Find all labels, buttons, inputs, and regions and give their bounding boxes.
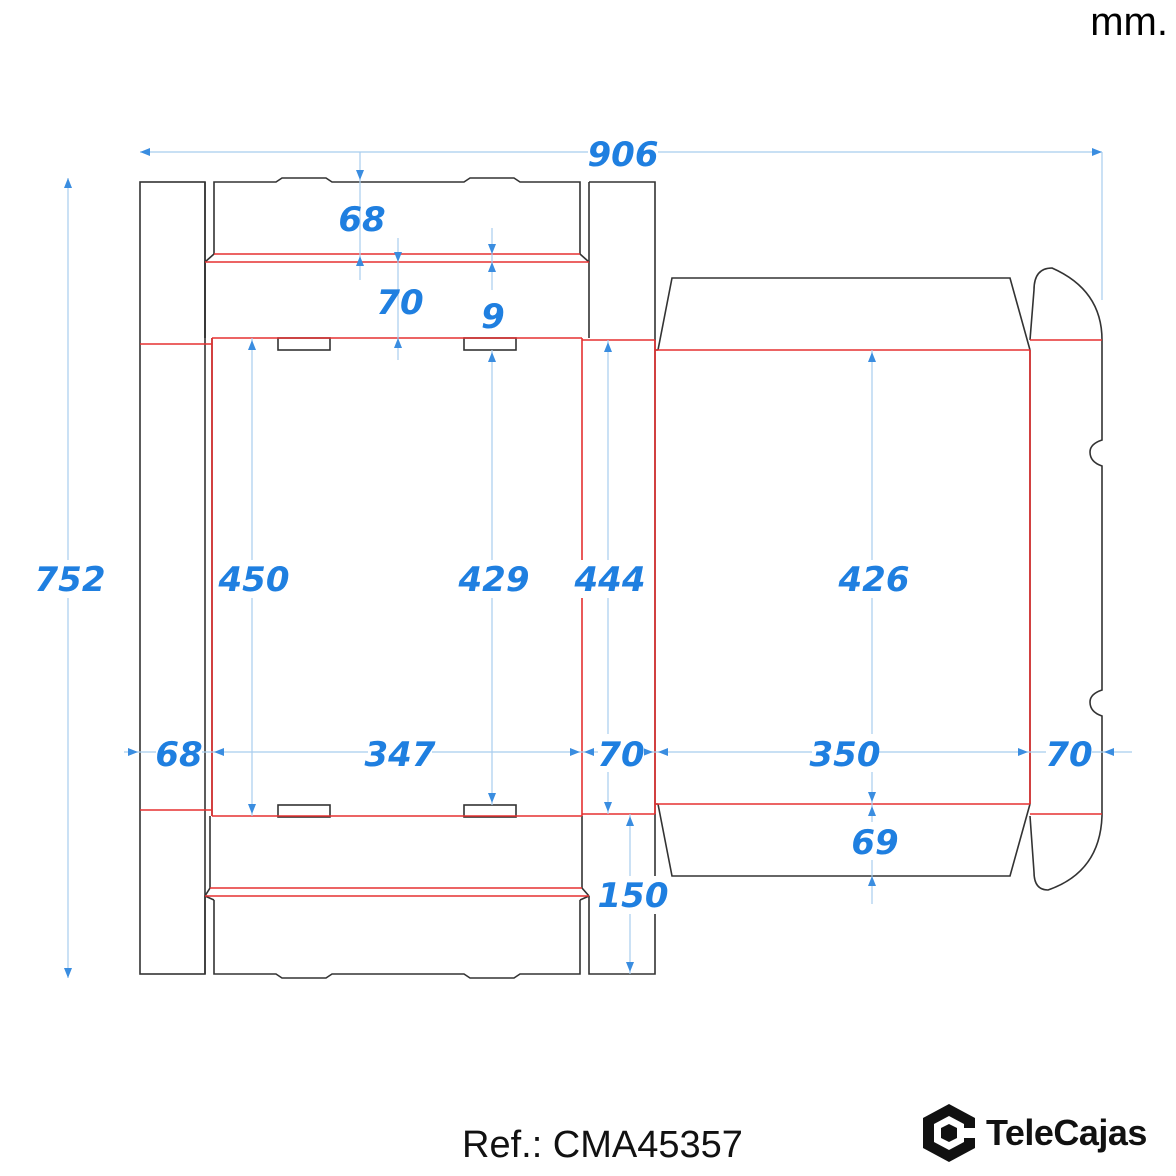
dim-left-height: 450 [218,560,290,600]
lid-front-flap [657,803,1031,877]
telecajas-hexagon-logo-icon [923,1104,978,1162]
slot-top-right [463,337,517,351]
top-flap [213,177,581,254]
dimension-labels: 906 752 68 70 9 450 429 444 426 68 347 7… [35,134,1093,916]
dim-top-small: 9 [481,297,505,337]
dim-side-height: 444 [574,560,646,600]
dim-side-width: 70 [597,735,644,775]
unit-label: mm. [1090,0,1168,44]
bottom-panel [204,816,590,979]
fold-lines [140,253,1102,897]
dim-lid-width: 350 [810,735,881,775]
dim-center-height: 429 [458,560,530,600]
dim-base-width: 347 [365,735,436,775]
dim-top-flap: 68 [338,200,385,240]
brand-name: TeleCajas [986,1112,1147,1153]
lid-top-flap [657,277,1031,351]
dim-bottom-flap: 150 [598,876,669,916]
dim-right-height: 426 [838,560,910,600]
dim-total-width: 906 [588,135,659,175]
dim-total-height: 752 [35,560,106,600]
lid-tuck-tab [1029,267,1103,891]
dim-front-flap: 69 [851,823,898,863]
dim-left-flap-width: 68 [155,735,202,775]
slot-bottom-right [463,804,517,818]
slot-top-left [277,337,331,351]
slot-bottom-left [277,804,331,818]
left-side-flap [139,181,206,975]
dim-tab-width: 70 [1045,735,1092,775]
dim-top-panel: 70 [376,283,423,323]
right-top-flap [589,181,656,340]
brand-logo: TeleCajas [920,1100,1147,1166]
reference-label: Ref.: CMA45357 [462,1124,743,1166]
